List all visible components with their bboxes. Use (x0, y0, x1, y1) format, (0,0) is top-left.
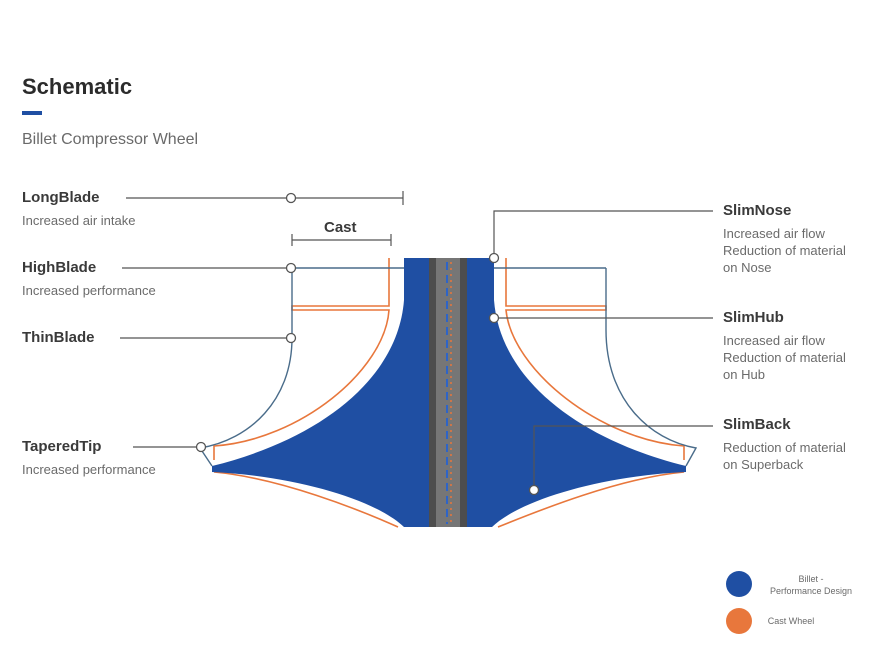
callout-label-slimhub: SlimHub (723, 309, 784, 326)
page-subtitle: Billet Compressor Wheel (22, 131, 199, 148)
callout-desc-highblade: Increased performance (22, 283, 156, 298)
billet-blade-outline (198, 267, 698, 467)
cast-wheel-outline (213, 258, 685, 528)
title-underline (22, 111, 42, 115)
legend-cast-label: Cast Wheel (767, 616, 815, 626)
callout-label-longblade: LongBlade (22, 189, 100, 206)
callout-desc-slimback: Reduction of material on Superback (723, 440, 846, 472)
legend-cast-swatch (726, 608, 752, 634)
slimnose-node (488, 252, 500, 264)
slimhub-node (488, 312, 500, 324)
callout-label-slimback: SlimBack (723, 416, 791, 433)
slimback-leader (533, 425, 713, 490)
taperedtip-node (195, 441, 207, 453)
thinblade-node (285, 332, 297, 344)
legend-billet-swatch (726, 571, 752, 597)
callout-label-thinblade: ThinBlade (22, 329, 95, 346)
legend-billet-label: Billet - Performance Design (769, 574, 853, 596)
longblade-node (285, 192, 297, 204)
callout-label-taperedtip: TaperedTip (22, 438, 102, 455)
cast-dimension-label: Cast (324, 219, 357, 236)
slimnose-leader (493, 210, 713, 258)
highblade-node (285, 262, 297, 274)
callout-desc-slimnose: Increased air flow Reduction of material… (723, 226, 846, 275)
callout-desc-longblade: Increased air intake (22, 213, 136, 228)
callout-label-highblade: HighBlade (22, 259, 97, 276)
callout-desc-slimhub: Increased air flow Reduction of material… (723, 333, 846, 382)
callout-desc-taperedtip: Increased performance (22, 462, 156, 477)
callout-label-slimnose: SlimNose (723, 202, 792, 219)
slimback-node (528, 484, 540, 496)
page-title: Schematic (22, 74, 133, 99)
